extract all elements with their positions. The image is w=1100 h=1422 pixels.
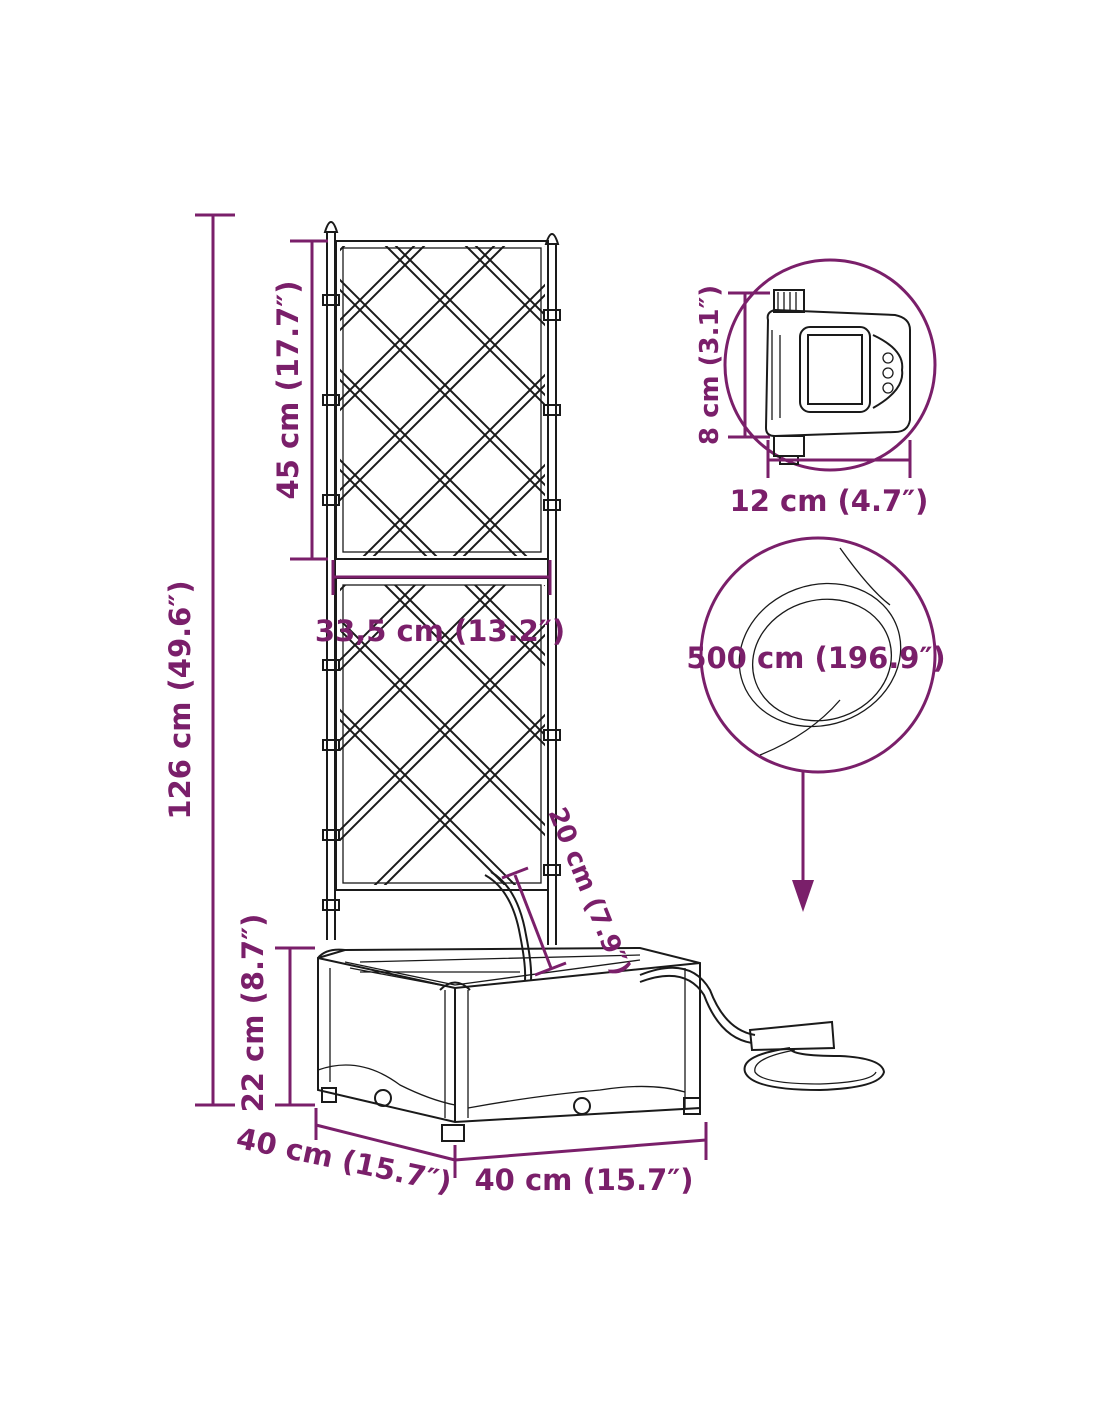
trellis-width-label: 33,5 cm (13.2″) [315,614,565,648]
coiled-hose-icon [699,536,937,774]
planter-box [317,946,701,1142]
hose-length-label: 500 cm (196.9″) [686,641,945,675]
total-height-label: 126 cm (49.6″) [163,580,197,819]
water-timer-icon [723,258,937,472]
trellis-upper-panel [335,240,549,560]
drip-hose [484,871,886,1092]
down-arrow-icon [792,772,814,912]
timer-height-label: 8 cm (3.1″) [695,285,725,445]
planter-width-label: 40 cm (15.7″) [475,1163,694,1197]
timer-width-label: 12 cm (4.7″) [730,484,929,518]
timer-dimension-lines [728,291,912,478]
trellis-panel-height-label: 45 cm (17.7″) [271,281,305,500]
trellis-planter-icon [317,221,886,1142]
dimension-lines [195,213,708,1178]
planter-height-label: 22 cm (8.7″) [236,914,270,1113]
